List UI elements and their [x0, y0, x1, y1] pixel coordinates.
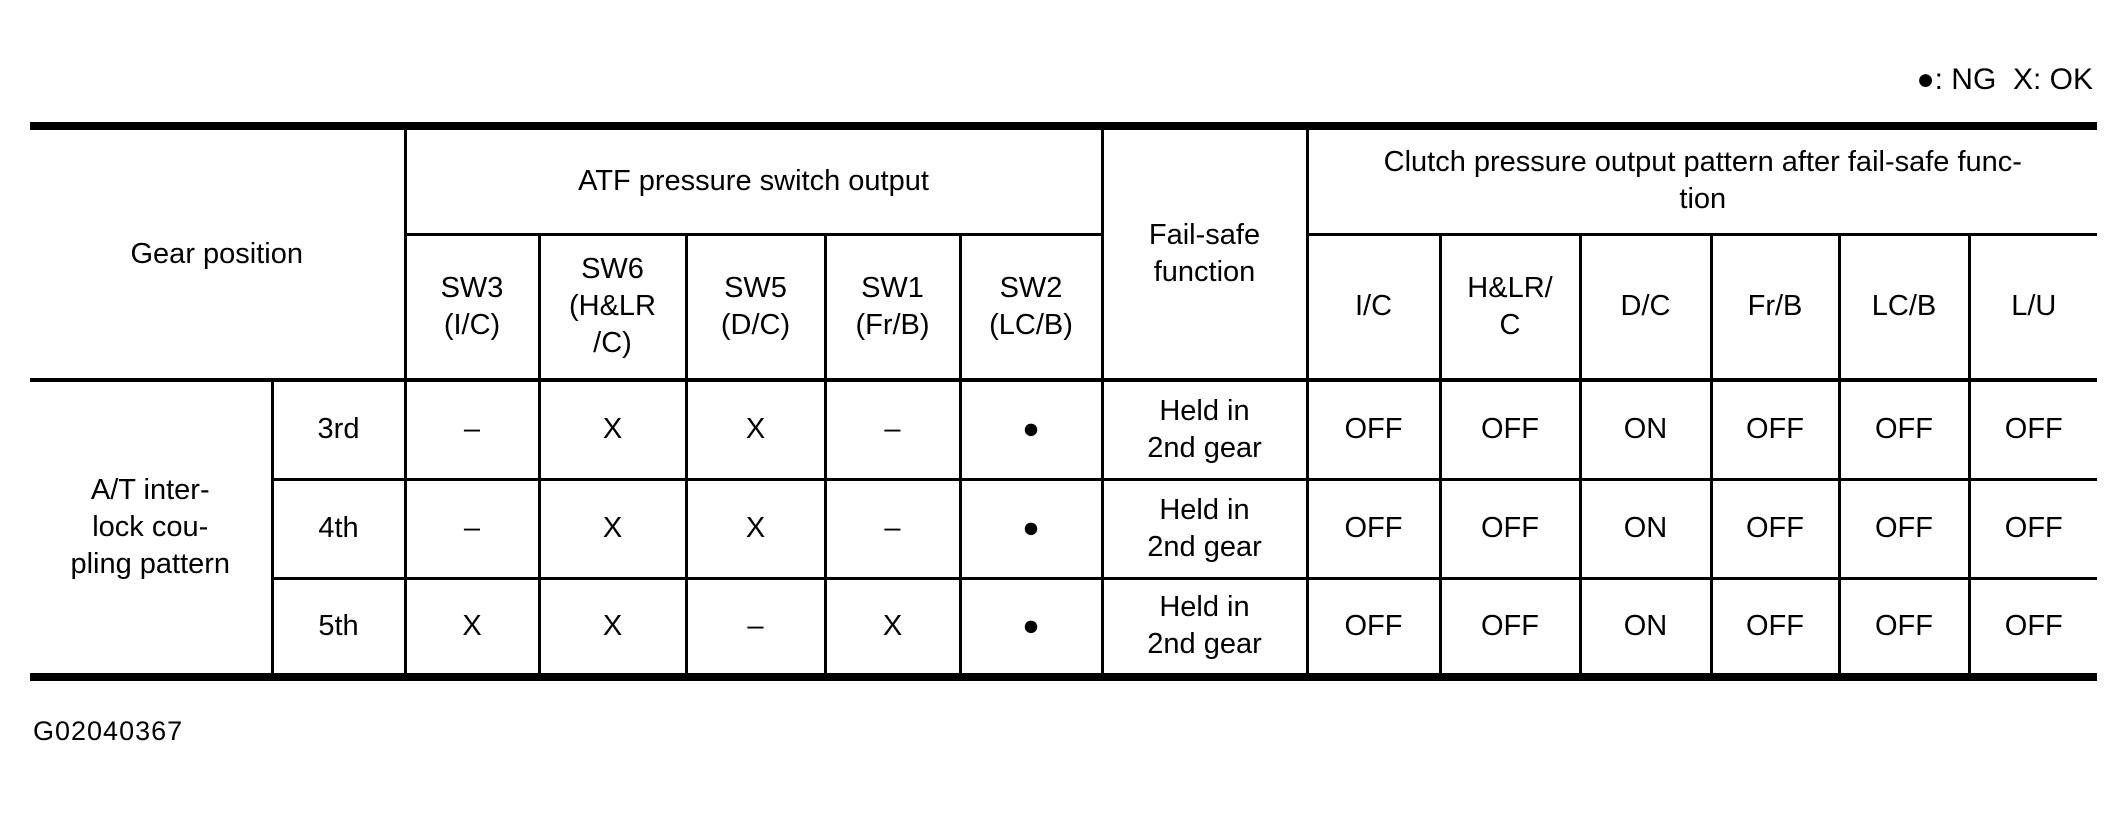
fail-safe-header: Fail-safe function	[1100, 124, 1309, 382]
column-header-frb: Fr/B	[1709, 232, 1841, 382]
clutch-state-cell: OFF	[1438, 477, 1582, 580]
clutch-state-cell: OFF	[1967, 378, 2098, 481]
clutch-state-cell: OFF	[1837, 378, 1971, 481]
row-group-label: A/T inter- lock cou- pling pattern	[30, 378, 274, 679]
switch-status-cell: ●	[958, 378, 1104, 481]
clutch-state-cell: OFF	[1709, 378, 1841, 481]
fail-safe-cell: Held in 2nd gear	[1100, 477, 1309, 580]
switch-status-cell: –	[403, 378, 541, 481]
column-header-lu: L/U	[1967, 232, 2098, 382]
column-header-hlrc: H&LR/ C	[1438, 232, 1582, 382]
switch-status-cell: X	[403, 576, 541, 679]
legend-ng-ok: ●: NG X: OK	[1916, 63, 2093, 96]
clutch-state-cell: ON	[1578, 477, 1713, 580]
column-header-dc: D/C	[1578, 232, 1713, 382]
clutch-state-cell: OFF	[1709, 477, 1841, 580]
clutch-state-cell: OFF	[1305, 576, 1442, 679]
fail-safe-pattern-table: Gear position ATF pressure switch output…	[30, 122, 2098, 681]
clutch-state-cell: OFF	[1967, 576, 2098, 679]
column-header-ic: I/C	[1305, 232, 1442, 382]
switch-status-cell: X	[537, 576, 688, 679]
switch-status-cell: –	[823, 378, 962, 481]
fail-safe-cell: Held in 2nd gear	[1100, 378, 1309, 481]
gear-cell: 3rd	[270, 378, 407, 481]
clutch-state-cell: OFF	[1305, 378, 1442, 481]
column-header-sw2: SW2 (LC/B)	[958, 232, 1104, 382]
clutch-state-cell: OFF	[1438, 378, 1582, 481]
switch-status-cell: X	[537, 477, 688, 580]
switch-status-cell: ●	[958, 477, 1104, 580]
clutch-state-cell: OFF	[1837, 477, 1971, 580]
table-row-5th: 5th X X – X ● Held in 2nd gear OFF OFF O…	[30, 576, 2098, 679]
clutch-state-cell: OFF	[1837, 576, 1971, 679]
header-row-columns: SW3 (I/C) SW6 (H&LR /C) SW5 (D/C) SW1 (F…	[30, 232, 2098, 382]
clutch-state-cell: OFF	[1438, 576, 1582, 679]
gear-cell: 5th	[270, 576, 407, 679]
clutch-state-cell: ON	[1578, 576, 1713, 679]
switch-status-cell: ●	[958, 576, 1104, 679]
switch-status-cell: X	[537, 378, 688, 481]
clutch-state-cell: ON	[1578, 378, 1713, 481]
column-header-sw1: SW1 (Fr/B)	[823, 232, 962, 382]
figure-code: G02040367	[33, 716, 184, 746]
switch-status-cell: X	[684, 477, 827, 580]
fail-safe-cell: Held in 2nd gear	[1100, 576, 1309, 679]
switch-status-cell: X	[684, 378, 827, 481]
gear-position-header: Gear position	[30, 124, 407, 382]
table-row-3rd: A/T inter- lock cou- pling pattern 3rd –…	[30, 378, 2098, 679]
gear-cell: 4th	[270, 477, 407, 580]
atf-group-header: ATF pressure switch output	[403, 124, 1104, 236]
column-header-sw6: SW6 (H&LR /C)	[537, 232, 688, 382]
header-row-groups: Gear position ATF pressure switch output…	[30, 124, 2098, 382]
clutch-state-cell: OFF	[1709, 576, 1841, 679]
clutch-group-header: Clutch pressure output pattern after fai…	[1305, 124, 2098, 236]
column-header-lcb: LC/B	[1837, 232, 1971, 382]
column-header-sw3: SW3 (I/C)	[403, 232, 541, 382]
table-row-4th: 4th – X X – ● Held in 2nd gear OFF OFF O…	[30, 477, 2098, 580]
switch-status-cell: X	[823, 576, 962, 679]
column-header-sw5: SW5 (D/C)	[684, 232, 827, 382]
switch-status-cell: –	[403, 477, 541, 580]
clutch-state-cell: OFF	[1967, 477, 2098, 580]
switch-status-cell: –	[823, 477, 962, 580]
clutch-state-cell: OFF	[1305, 477, 1442, 580]
switch-status-cell: –	[684, 576, 827, 679]
